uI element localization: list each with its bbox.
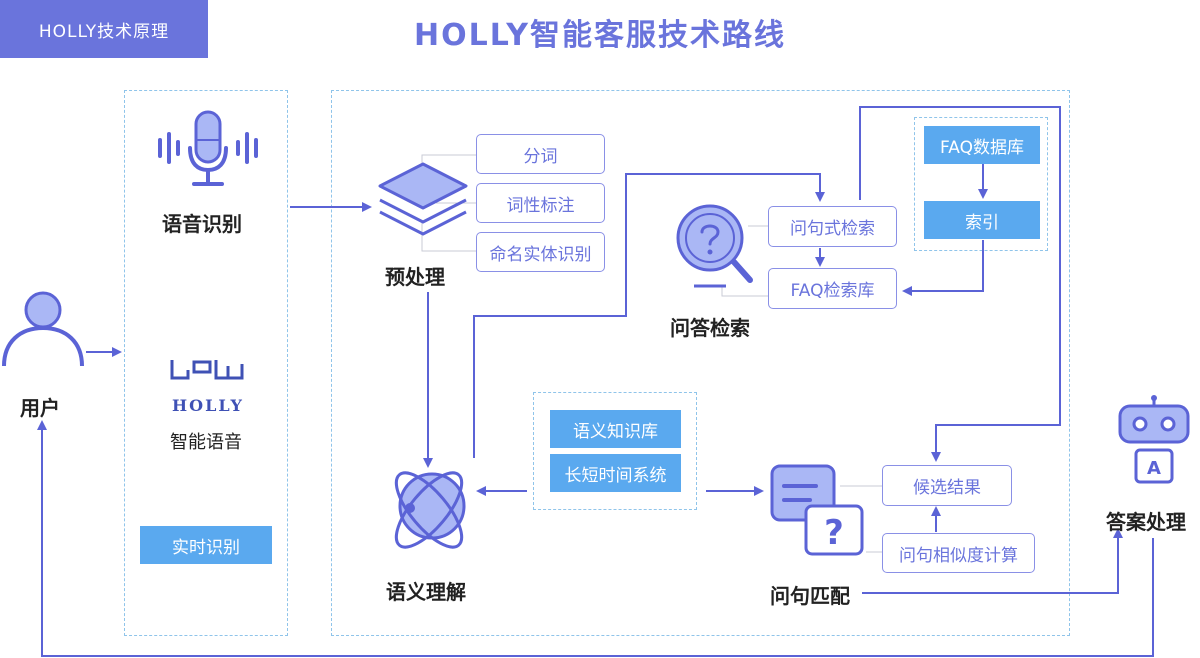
candidates-box: 候选结果 [882,465,1012,506]
svg-text:?: ? [824,513,844,553]
robot-badge: A [1147,458,1161,479]
answer-processing-label: 答案处理 [1106,510,1186,534]
robot-icon: A [1118,395,1190,484]
step-pos-tagging: 词性标注 [476,183,605,223]
knowledge-panel [533,392,697,510]
voice-panel [124,90,288,636]
question-search-box: 问句式检索 [768,206,897,247]
speech-recognition-label: 语音识别 [162,212,242,236]
page-title: HOLLY智能客服技术路线 [414,18,786,53]
qa-retrieval-label: 问答检索 [670,316,750,340]
header-tag: HOLLY技术原理 [0,0,208,58]
chat-question-icon: ? [770,464,864,556]
index-box: 索引 [924,201,1040,239]
semantic-knowledge-box: 语义知识库 [550,410,681,448]
processing-panel [331,90,1070,636]
user-label: 用户 [20,396,60,420]
smart-voice-label: 智能语音 [170,432,242,453]
long-short-time-box: 长短时间系统 [550,454,681,492]
step-ner: 命名实体识别 [476,232,605,272]
layers-icon [378,162,468,236]
preprocessing-label: 预处理 [385,265,445,289]
faq-search-lib-box: FAQ检索库 [768,268,897,309]
atom-icon [394,471,466,549]
faq-panel [914,117,1048,251]
user-icon [2,291,84,367]
realtime-recognition-box: 实时识别 [140,526,272,564]
search-icon [676,204,753,288]
question-matching-label: 问句匹配 [770,584,850,608]
faq-database-box: FAQ数据库 [924,126,1040,164]
step-tokenize: 分词 [476,134,605,174]
similarity-box: 问句相似度计算 [882,533,1035,573]
holly-logo-icon [170,360,244,380]
holly-logo-text: HOLLY [172,396,244,415]
semantic-understanding-label: 语义理解 [386,580,466,604]
microphone-icon [158,110,258,186]
